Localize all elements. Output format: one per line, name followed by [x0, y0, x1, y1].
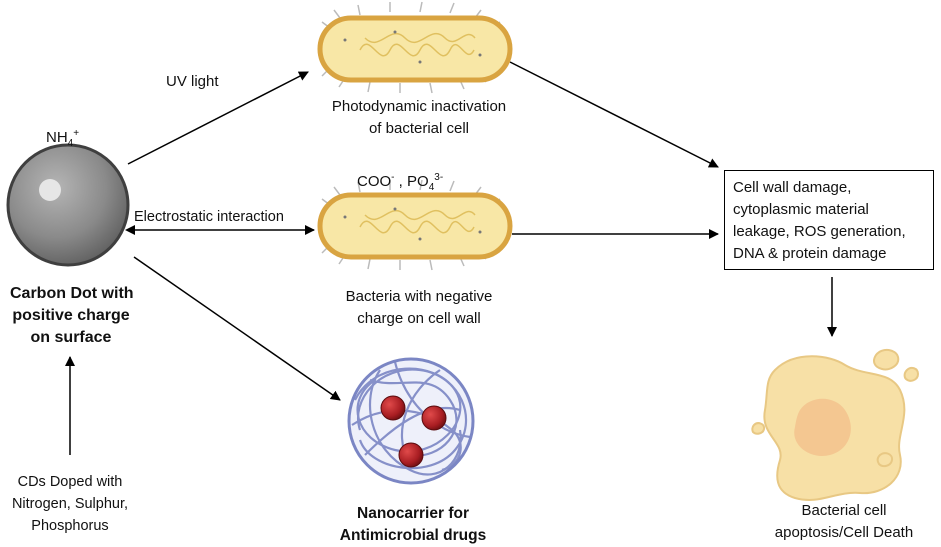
electrostatic-label: Electrostatic interaction — [134, 209, 284, 225]
doping-line3: Phosphorus — [31, 518, 109, 534]
uv-light-label: UV light — [166, 73, 219, 90]
arrow-nanocarrier — [133, 256, 341, 401]
nanocarrier-line1: Nanocarrier for — [357, 505, 469, 522]
carbon-dot-title-line3: on surface — [30, 329, 112, 346]
carbon-dot-title-line1: Carbon Dot with — [10, 285, 134, 302]
photodynamic-label: Photodynamic inactivation of bacterial c… — [314, 96, 524, 140]
carbon-dot-icon — [6, 143, 130, 267]
carbon-dot-title-line2: positive charge — [12, 307, 130, 324]
doping-line2: Nitrogen, Sulphur, — [11, 496, 129, 512]
bacterium-middle-icon — [317, 179, 513, 271]
nh4-label: NH4+ — [46, 128, 80, 149]
negative-line1: Bacteria with negative — [345, 288, 493, 305]
dead-cell-icon — [751, 349, 920, 501]
cell-death-line1: Bacterial cell — [801, 502, 887, 519]
cell-death-line2: apoptosis/Cell Death — [774, 524, 914, 541]
arrow-photodynamic-damage — [509, 61, 719, 168]
nanocarrier-label: Nanocarrier for Antimicrobial drugs — [330, 503, 496, 547]
doping-label: CDs Doped with Nitrogen, Sulphur, Phosph… — [0, 471, 140, 537]
arrow-uv — [127, 71, 309, 165]
damage-box: Cell wall damage, cytoplasmic material l… — [724, 170, 934, 270]
cell-death-label: Bacterial cell apoptosis/Cell Death — [754, 500, 934, 544]
photodynamic-line2: of bacterial cell — [368, 120, 470, 137]
bacterium-top-icon — [317, 1, 513, 94]
doping-line1: CDs Doped with — [17, 474, 123, 490]
nanocarrier-icon — [347, 357, 475, 485]
nanocarrier-line2: Antimicrobial drugs — [339, 527, 487, 544]
photodynamic-line1: Photodynamic inactivation — [331, 98, 507, 115]
carbon-dot-title: Carbon Dot with positive charge on surfa… — [10, 283, 134, 349]
negative-charge-label: Bacteria with negative charge on cell wa… — [314, 286, 524, 330]
negative-line2: charge on cell wall — [357, 310, 481, 327]
charge-label: COO- , PO43- — [357, 172, 444, 193]
